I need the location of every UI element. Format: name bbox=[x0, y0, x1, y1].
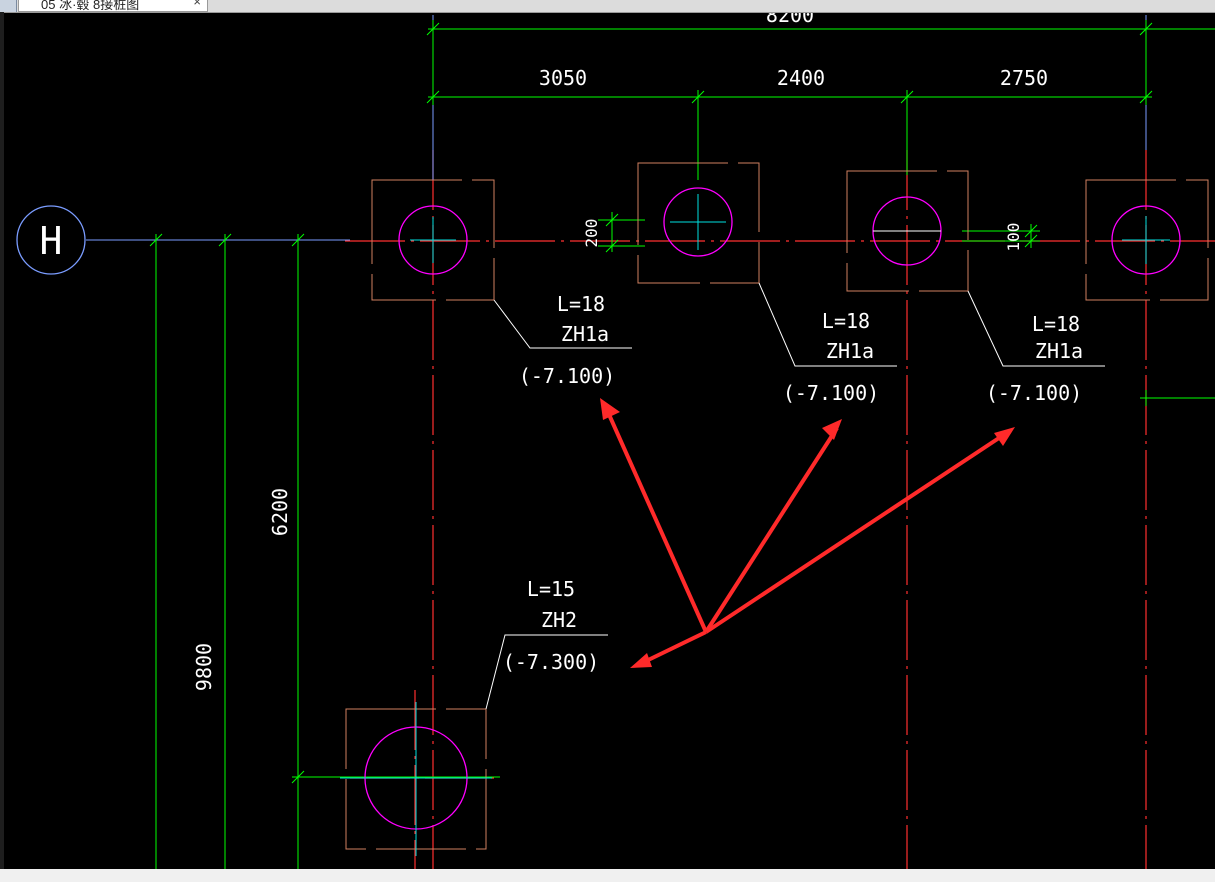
status-strip bbox=[0, 869, 1215, 882]
pile-annotation-4: L=15 ZH2 (-7.300) bbox=[503, 577, 599, 674]
cad-drawing-canvas[interactable]: H 8200 3050 2400 2750 200 100 6200 9800 … bbox=[4, 3, 1215, 869]
annotation-arrows bbox=[600, 398, 1015, 668]
pile-4-elevation: (-7.300) bbox=[503, 650, 599, 674]
document-tab-label: 05 冰·毂 8接桩图 bbox=[41, 0, 140, 12]
document-tab[interactable]: 05 冰·毂 8接桩图 × bbox=[18, 0, 208, 12]
dim-span-3: 2750 bbox=[1000, 66, 1048, 90]
dimension-texts: 8200 3050 2400 2750 200 100 6200 9800 bbox=[192, 3, 1048, 691]
cad-drawing[interactable]: H 8200 3050 2400 2750 200 100 6200 9800 … bbox=[4, 3, 1215, 869]
pile-1-elevation: (-7.100) bbox=[519, 364, 615, 388]
pile-1-type: ZH1a bbox=[561, 322, 609, 346]
pile-annotation-3: L=18 ZH1a (-7.100) bbox=[986, 312, 1083, 405]
tab-close-icon[interactable]: × bbox=[193, 0, 201, 9]
pile-4-type: ZH2 bbox=[541, 608, 577, 632]
tab-scroll-edge[interactable] bbox=[0, 0, 17, 12]
pile-2-elevation: (-7.100) bbox=[783, 381, 879, 405]
pile-centers bbox=[340, 194, 1170, 856]
pile-4-length: L=15 bbox=[527, 577, 575, 601]
axis-label-h: H bbox=[40, 219, 63, 263]
dim-top-overall: 8200 bbox=[766, 13, 814, 27]
viewport-left-border bbox=[0, 12, 4, 882]
pile-3-length: L=18 bbox=[1032, 312, 1080, 336]
axis-bubble bbox=[16, 205, 86, 275]
pile-1-length: L=18 bbox=[557, 292, 605, 316]
pile-2-type: ZH1a bbox=[826, 339, 874, 363]
leader-lines bbox=[485, 282, 1105, 710]
pile-3-elevation: (-7.100) bbox=[986, 381, 1082, 405]
dim-span-2: 2400 bbox=[777, 66, 825, 90]
dim-vertical-outer: 9800 bbox=[192, 643, 216, 691]
dim-vertical-inner: 6200 bbox=[268, 488, 292, 536]
pile-annotation-1: L=18 ZH1a (-7.100) bbox=[519, 292, 615, 388]
dim-offset-left: 200 bbox=[582, 219, 601, 248]
dimension-lines bbox=[149, 20, 1215, 869]
dim-offset-right: 100 bbox=[1004, 223, 1023, 252]
dim-span-1: 3050 bbox=[539, 66, 587, 90]
pile-3-type: ZH1a bbox=[1035, 339, 1083, 363]
pile-annotation-2: L=18 ZH1a (-7.100) bbox=[783, 309, 879, 405]
document-tab-bar: 05 冰·毂 8接桩图 × bbox=[0, 0, 1215, 13]
pile-2-length: L=18 bbox=[822, 309, 870, 333]
